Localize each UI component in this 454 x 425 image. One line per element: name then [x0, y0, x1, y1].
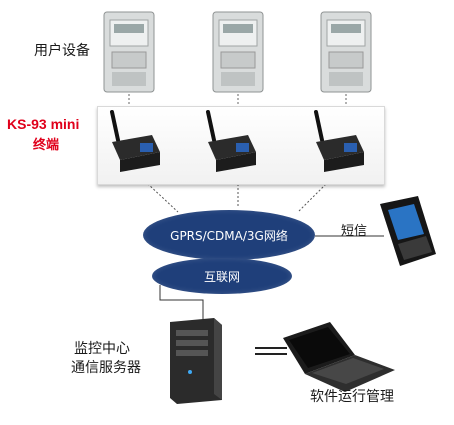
- server-laptop-link: [255, 347, 287, 355]
- router-terminal-icon: [206, 110, 256, 172]
- internet-ellipse: 互联网: [152, 258, 292, 294]
- terminal-model-label: KS-93 mini: [7, 116, 80, 132]
- network-ellipse: GPRS/CDMA/3G网络: [143, 210, 315, 260]
- electric-meter-icon: [212, 11, 264, 93]
- user-devices-label: 用户设备: [34, 43, 90, 59]
- electric-meter-icon: [103, 11, 155, 93]
- router-terminal-icon: [110, 110, 160, 172]
- laptop-icon: [283, 322, 395, 392]
- router-terminal-icon: [314, 110, 364, 172]
- internet-label: 互联网: [203, 269, 240, 284]
- mobile-phone-icon: [380, 196, 436, 266]
- electric-meter-icon: [320, 11, 372, 93]
- software-management-label: 软件运行管理: [310, 389, 394, 405]
- sms-label: 短信: [341, 224, 368, 239]
- terminal-label: 终端: [33, 137, 60, 152]
- network-label: GPRS/CDMA/3G网络: [170, 228, 288, 243]
- monitoring-center-label: 监控中心: [74, 341, 130, 357]
- communication-server-label: 通信服务器: [71, 360, 141, 376]
- internet-server-link: [159, 285, 204, 322]
- server-tower-icon: [170, 318, 222, 404]
